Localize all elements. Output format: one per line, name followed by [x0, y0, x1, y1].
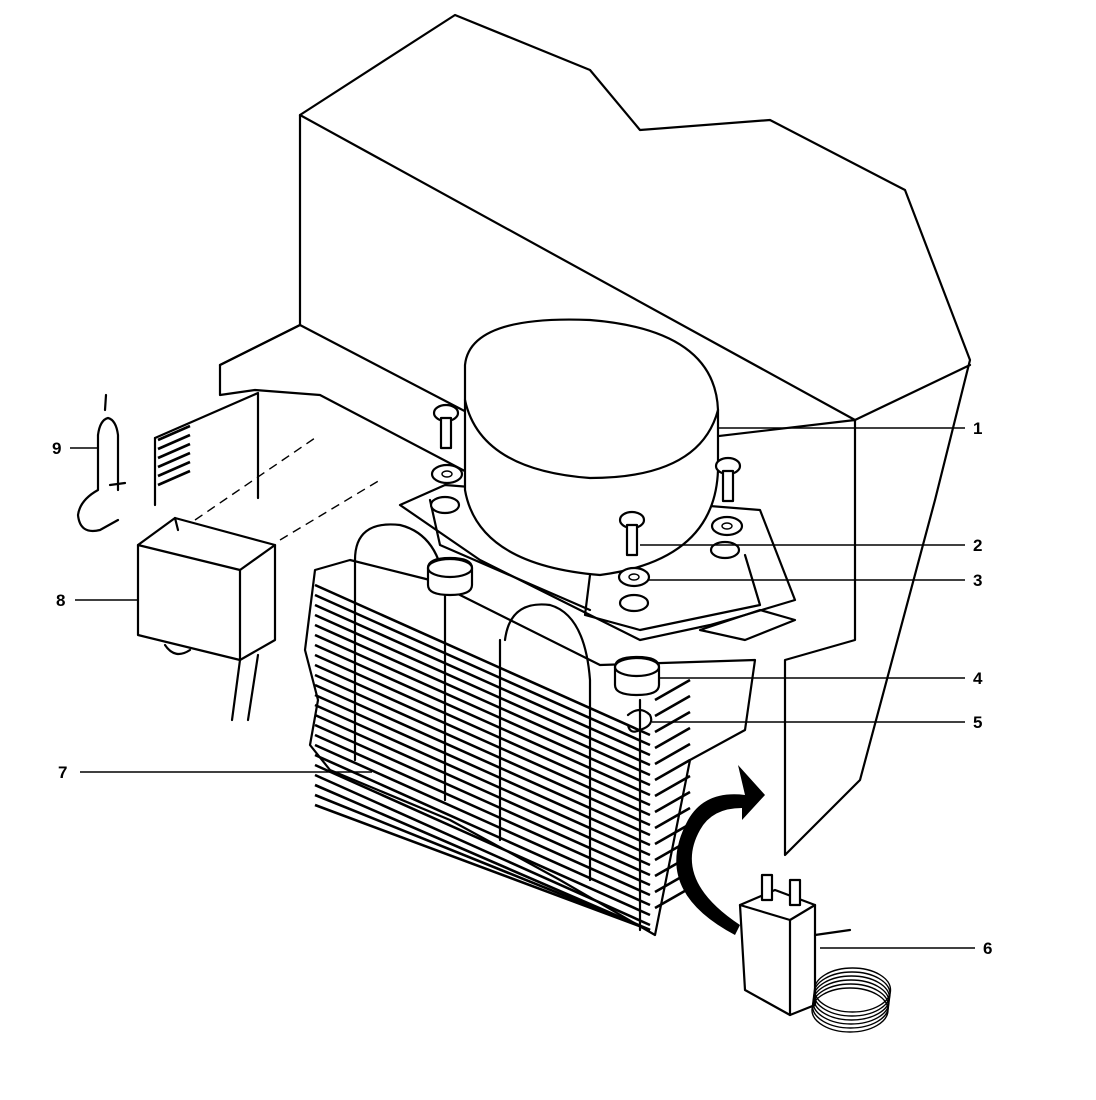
callout-6: 6: [983, 939, 992, 958]
cover-fin: [157, 460, 191, 478]
callout-2: 2: [973, 536, 982, 555]
condenser-fin-side: [654, 726, 691, 750]
condenser-fin: [314, 793, 651, 932]
callout-labels: 1 2 3 4 5 6 7 8 9: [52, 419, 992, 958]
cover-fin: [157, 424, 191, 442]
callout-1: 1: [973, 419, 982, 438]
rubber-grommets: [426, 556, 661, 697]
thermostat: [738, 873, 892, 1033]
relay-cover: [153, 391, 260, 507]
condenser-coil: [303, 523, 757, 937]
condenser-fin-side: [654, 886, 691, 910]
condenser-fin-side: [654, 774, 691, 798]
condenser-fin: [314, 743, 651, 897]
mounting-bolt-left: [432, 403, 460, 450]
condenser-fin-side: [654, 758, 691, 782]
direction-arrow: [676, 765, 765, 935]
condenser-fin: [314, 623, 651, 777]
leader-lines: [70, 427, 975, 949]
condenser-fin: [314, 723, 651, 877]
condenser-fin-side: [654, 822, 691, 846]
cover-fin: [157, 442, 191, 460]
washers: [430, 463, 744, 588]
callout-5: 5: [973, 713, 982, 732]
overload-protector: [76, 393, 127, 533]
condenser-fin: [314, 783, 651, 932]
condenser-fin: [314, 653, 651, 807]
cover-fin: [157, 469, 191, 487]
condenser-fin: [314, 713, 651, 867]
mounting-bolt-right: [714, 456, 742, 503]
condenser-fin-side: [654, 694, 691, 718]
compressor-dome: [463, 318, 720, 577]
cover-fin: [157, 433, 191, 451]
condenser-fin-side: [654, 742, 691, 766]
condenser-fin: [314, 603, 651, 757]
condenser-fin: [314, 633, 651, 787]
condenser-fin: [314, 643, 651, 797]
capillary-loop: [812, 975, 891, 1021]
relay-box: [136, 516, 277, 722]
condenser-fin: [314, 703, 651, 857]
condenser-fin: [314, 663, 651, 817]
callout-8: 8: [56, 591, 65, 610]
capillary-loop: [812, 979, 890, 1025]
condenser-fin: [314, 753, 651, 907]
condenser-fin: [314, 673, 651, 827]
mounting-bolt-front: [618, 510, 646, 557]
condenser-fin: [314, 803, 651, 932]
callout-3: 3: [973, 571, 982, 590]
spring-clip: [626, 708, 653, 733]
cover-fin: [157, 451, 191, 469]
condenser-fin-side: [654, 806, 691, 830]
capillary-loop: [813, 967, 892, 1013]
callout-4: 4: [973, 669, 983, 688]
condenser-fin: [314, 693, 651, 847]
callout-7: 7: [58, 763, 67, 782]
condenser-fin: [314, 593, 651, 747]
condenser-fin: [314, 773, 651, 927]
condenser-fin: [314, 733, 651, 887]
condenser-fin: [314, 763, 651, 917]
assembly-guide-lines: [194, 437, 381, 541]
condenser-fin: [314, 613, 651, 767]
condenser-fin-side: [654, 790, 691, 814]
condenser-fin: [314, 583, 651, 737]
condenser-fin: [314, 683, 651, 837]
condenser-fin-side: [654, 678, 691, 702]
callout-9: 9: [52, 439, 61, 458]
